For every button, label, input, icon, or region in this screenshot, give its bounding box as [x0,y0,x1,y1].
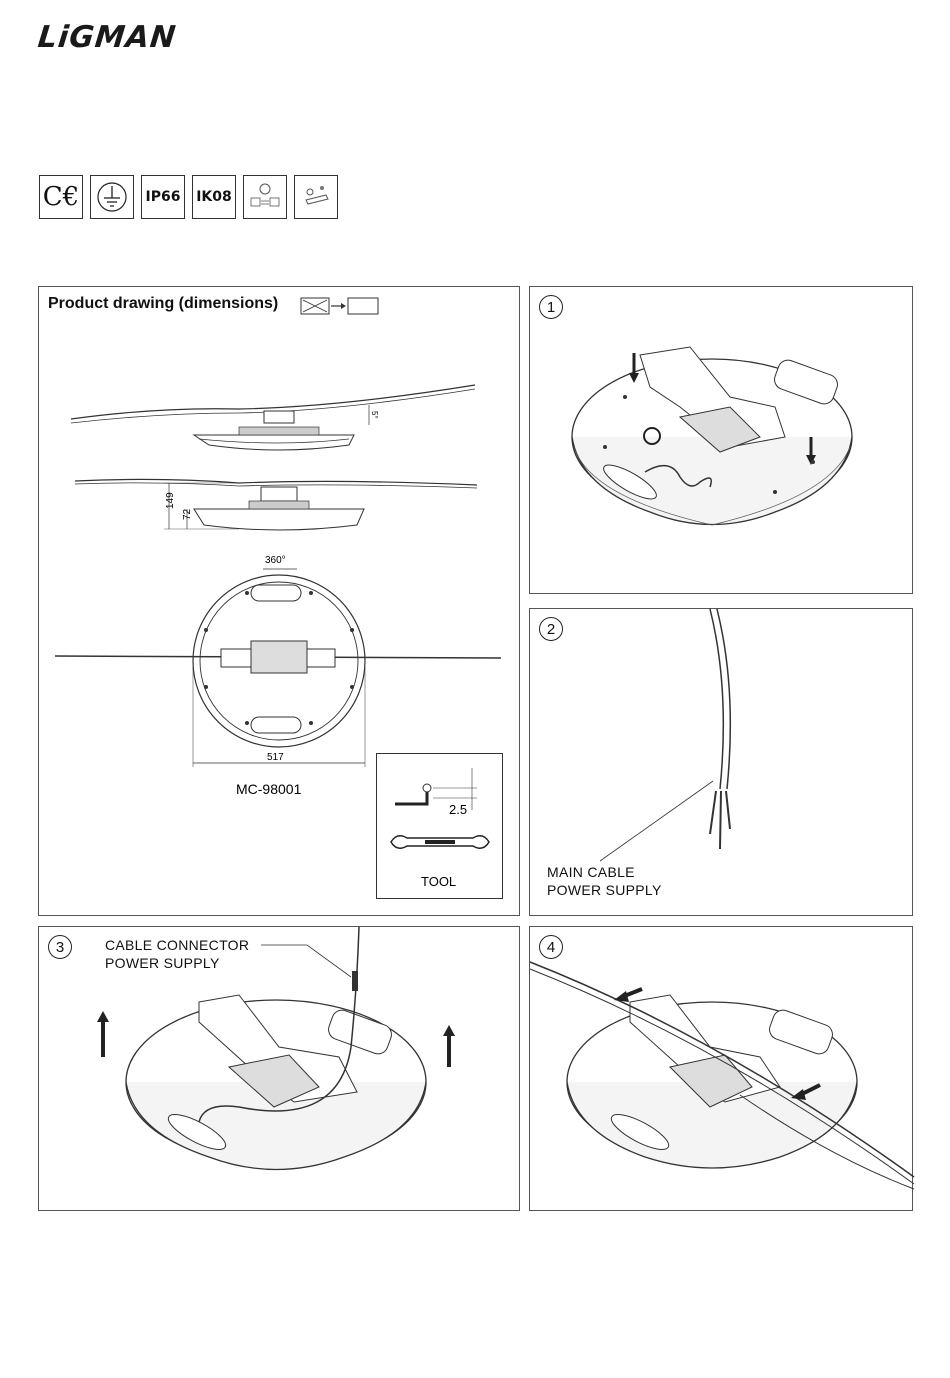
ce-mark-icon: C€ [39,175,83,219]
adjustable-tilt-icon [243,175,287,219]
ik08-badge: IK08 [192,175,236,219]
ip66-badge: IP66 [141,175,185,219]
step-4-illustration [530,927,914,1212]
certification-icons: C€ IP66 IK08 [39,175,338,219]
tool-label: TOOL [421,874,456,889]
tool-box: 2.5 TOOL [376,753,503,899]
main-cable-label-1: MAIN CABLE [547,863,635,881]
brand-logo: LiGMAN [36,20,178,55]
model-number: MC-98001 [236,781,302,797]
step-1-panel: 1 [529,286,913,594]
step-3-panel: 3 CABLE CONNECTOR POWER SUPPLY [38,926,520,1211]
step-3-illustration [39,927,521,1212]
step-2-panel: 2 MAIN CABLE POWER SUPPLY [529,608,913,916]
height-body-dimension: 72 [182,508,193,520]
step-4-panel: 4 [529,926,913,1211]
tools-drawing: 2.5 TOOL [377,754,504,900]
diameter-dimension: 517 [267,752,284,763]
tilt-dimension: 5° [370,411,379,419]
product-drawing-panel: Product drawing (dimensions) 5° 149 72 3… [38,286,520,916]
height-total-dimension: 149 [165,492,176,509]
earth-ground-icon [90,175,134,219]
main-cable-label-2: POWER SUPPLY [547,881,662,899]
hex-key-size: 2.5 [449,802,467,817]
rotation-dimension: 360° [265,555,286,566]
step-1-illustration [530,287,914,595]
rotation-icon [294,175,338,219]
